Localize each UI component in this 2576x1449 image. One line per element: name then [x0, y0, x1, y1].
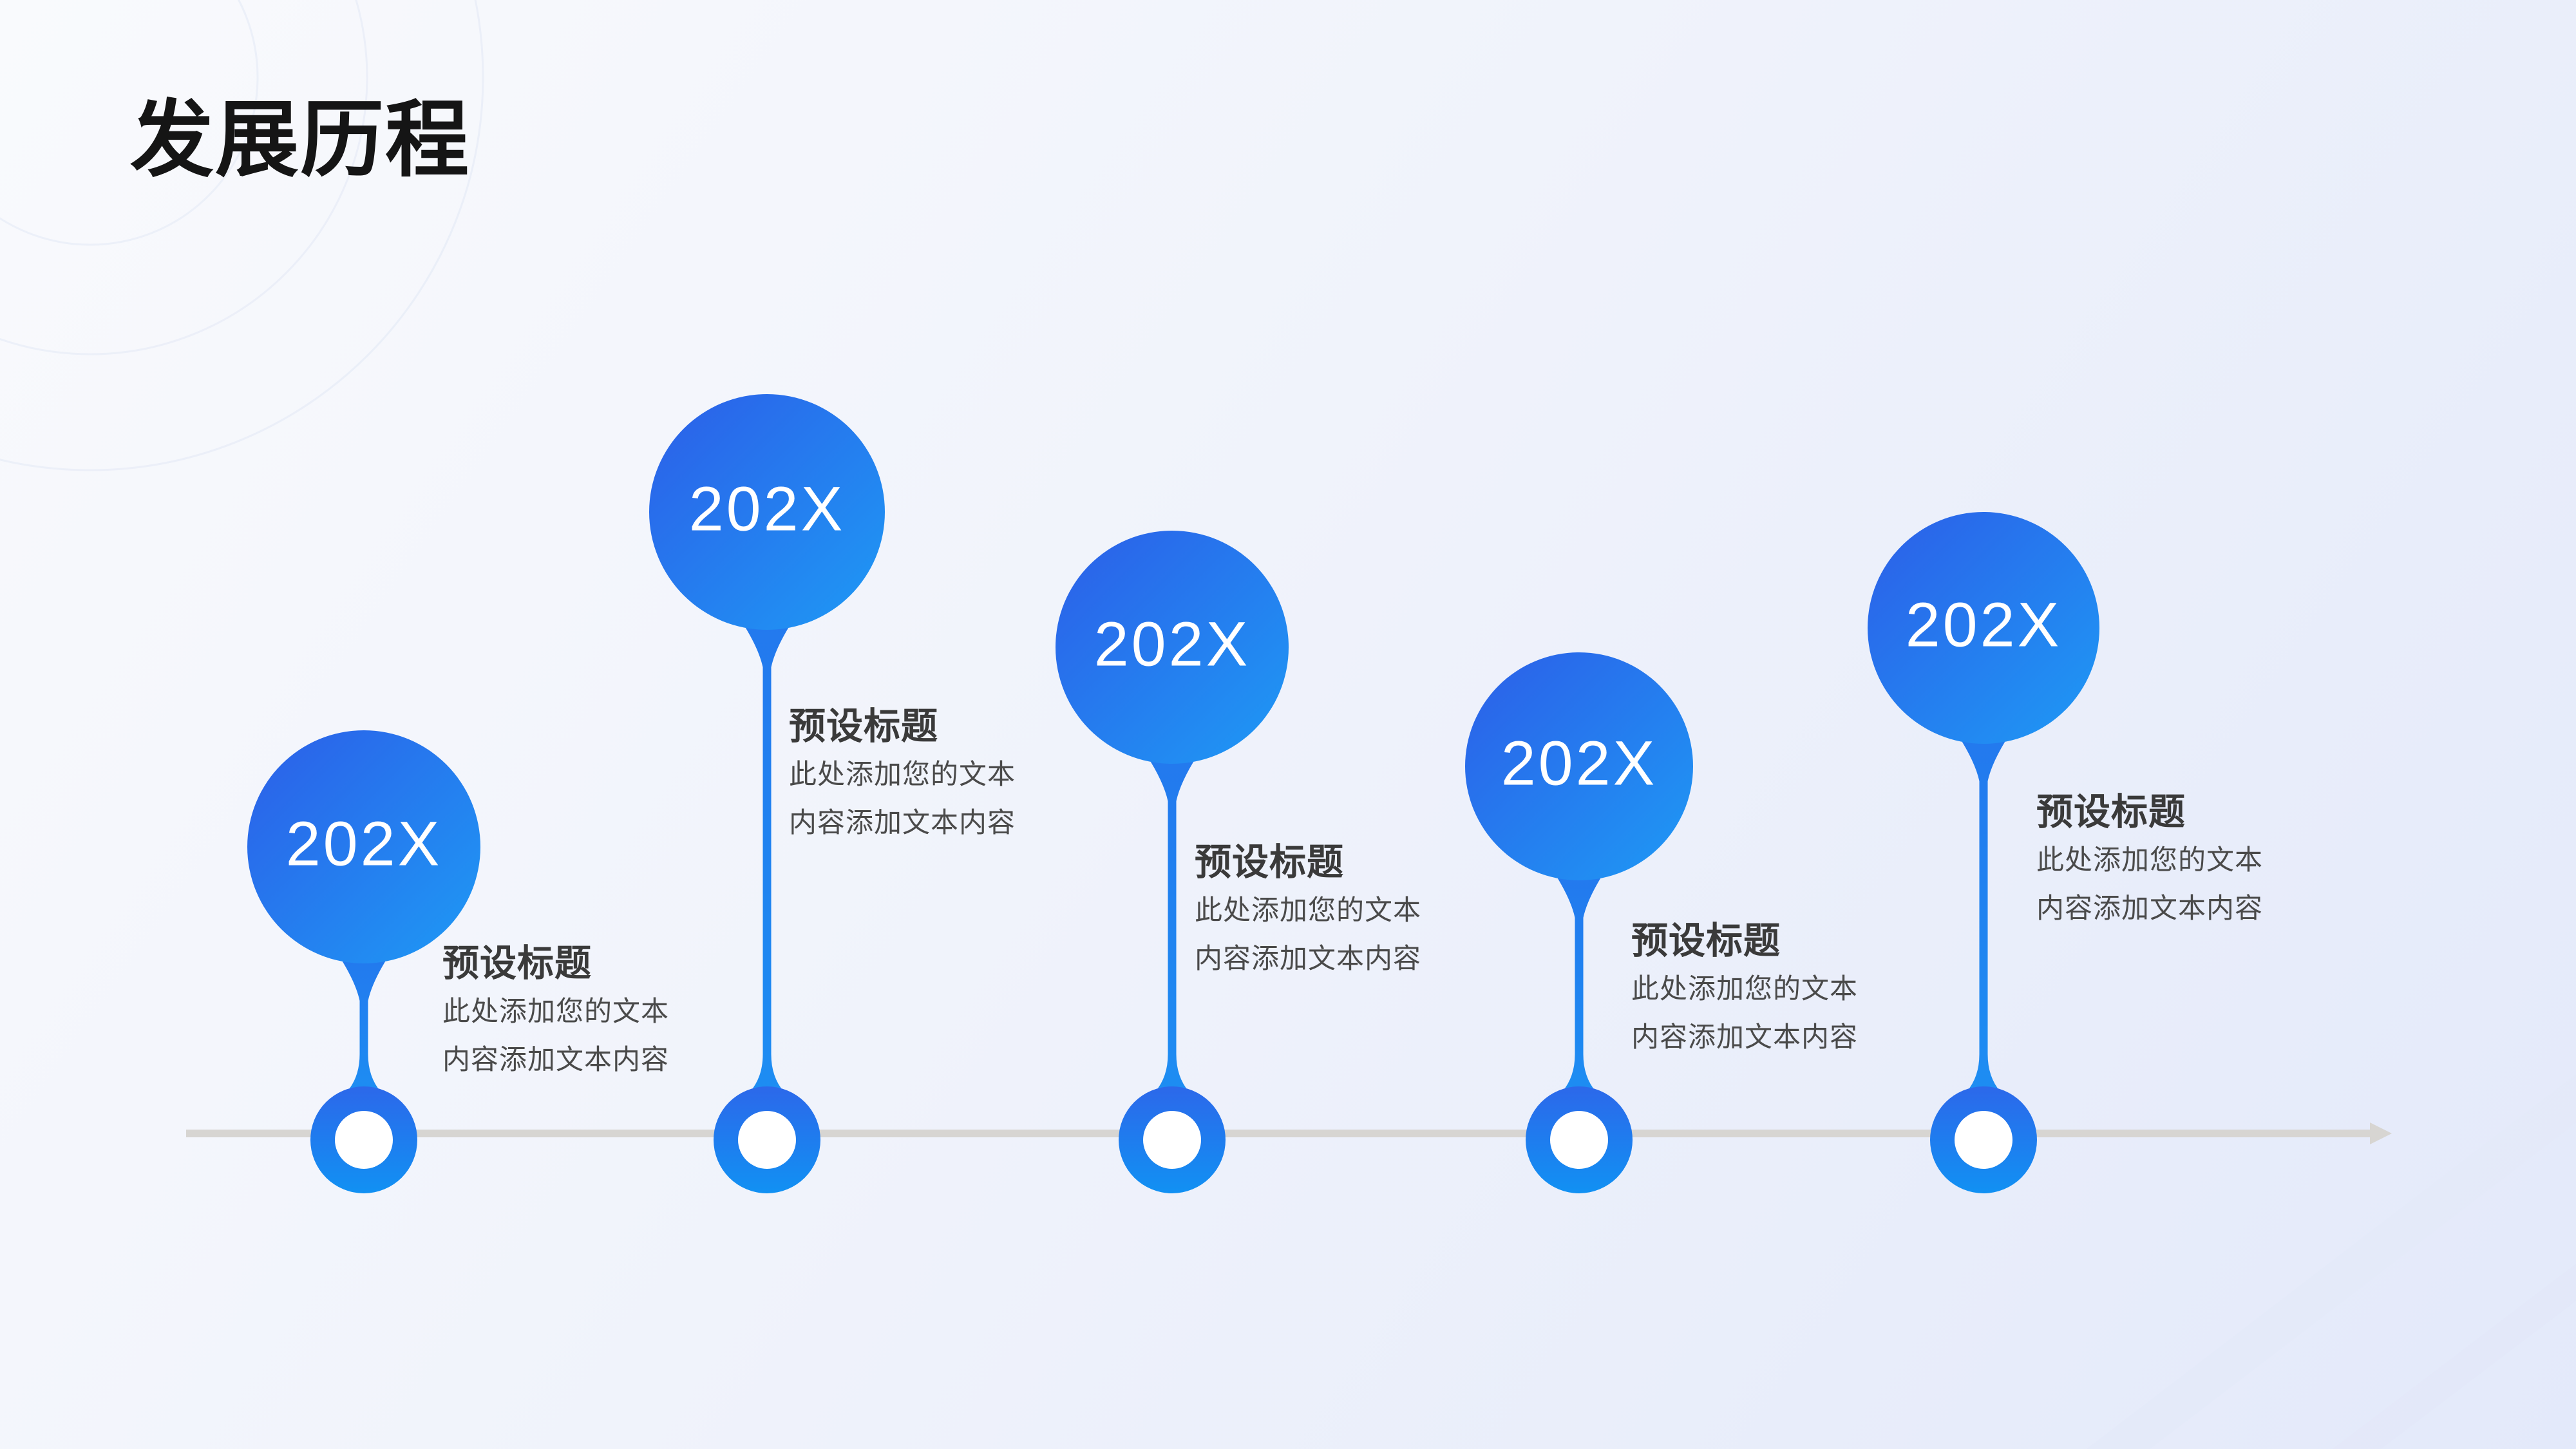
year-label: 202X	[1905, 589, 2062, 660]
balloon-circle	[649, 394, 885, 630]
milestone-balloon	[649, 394, 885, 1193]
decor-arc	[0, 0, 259, 246]
milestone-body-line: 内容添加文本内容	[442, 1045, 669, 1075]
milestone-body-line: 此处添加您的文本	[1195, 895, 1421, 926]
timeline-arrow-icon	[2370, 1122, 2392, 1144]
timeline-line	[186, 1130, 2370, 1137]
milestone-body-line: 内容添加文本内容	[1631, 1022, 1858, 1053]
milestone-heading: 预设标题	[2036, 791, 2186, 833]
balloon-circle	[247, 730, 480, 963]
timeline-node-hole	[1143, 1111, 1201, 1169]
milestone-heading: 预设标题	[1195, 842, 1344, 883]
milestone-balloon	[247, 730, 480, 1193]
milestone-heading: 预设标题	[1631, 920, 1781, 961]
decor-streak	[2332, 1264, 2576, 1449]
milestone-body-line: 此处添加您的文本	[2036, 845, 2263, 876]
milestone-body-line: 此处添加您的文本	[789, 759, 1016, 790]
milestone-body-line: 内容添加文本内容	[789, 808, 1016, 838]
balloon-stem	[1146, 755, 1198, 1092]
milestone-balloon	[1465, 652, 1693, 1193]
balloon-circle	[1056, 531, 1289, 764]
milestone-body-line: 此处添加您的文本	[1631, 974, 1858, 1005]
timeline-node-hole	[335, 1111, 393, 1169]
milestone-balloon	[1056, 531, 1289, 1193]
milestone-body-line: 此处添加您的文本	[442, 996, 669, 1027]
timeline-node-hole	[1955, 1111, 2012, 1169]
year-label: 202X	[1094, 609, 1251, 679]
balloon-circle	[1868, 512, 2099, 744]
year-label: 202X	[285, 808, 442, 879]
year-label: 202X	[1501, 728, 1658, 799]
timeline-node-hole	[738, 1111, 796, 1169]
milestone-body-line: 内容添加文本内容	[1195, 943, 1421, 974]
balloon-stem	[1958, 735, 2009, 1092]
milestone-body-line: 内容添加文本内容	[2036, 893, 2263, 924]
balloon-stem	[741, 621, 793, 1092]
milestone-balloon	[1868, 512, 2099, 1193]
decor-arc	[0, 0, 368, 355]
milestone-heading: 预设标题	[442, 943, 592, 984]
page-title: 发展历程	[130, 93, 471, 187]
balloon-circle	[1465, 652, 1693, 880]
timeline-node-hole	[1550, 1111, 1608, 1169]
balloon-stem	[338, 954, 390, 1092]
balloon-stem	[1553, 871, 1605, 1092]
decor-streak	[2086, 1074, 2576, 1449]
year-label: 202X	[688, 473, 846, 544]
milestone-heading: 预设标题	[789, 706, 938, 747]
decor-arc	[0, 0, 484, 471]
